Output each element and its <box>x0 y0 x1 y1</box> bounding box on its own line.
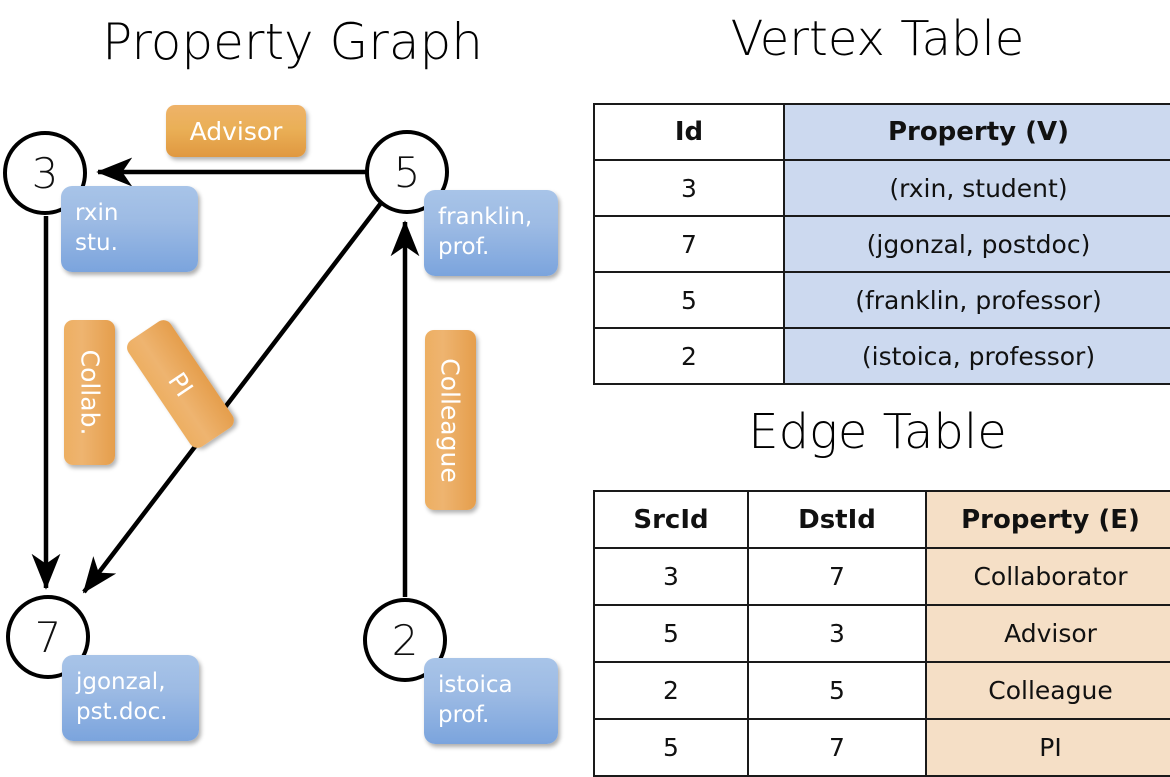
graph-node-3-label: 3 <box>31 148 59 198</box>
vertex-property-franklin-line1: franklin, <box>438 204 533 230</box>
vertex-property-rxin-line1: rxin <box>75 200 119 226</box>
graph-node-5-label: 5 <box>393 147 421 197</box>
edge-row-0-property: Collaborator <box>925 547 1170 606</box>
page-title-edge-table: Edge Table <box>748 404 1007 460</box>
graph-node-2-label: 2 <box>391 615 419 665</box>
vertex-row-0-id: 3 <box>593 159 785 217</box>
edge-row-0-dst: 7 <box>747 547 927 606</box>
vertex-row-2-property: (franklin, professor) <box>783 271 1170 329</box>
edge-table-header-row: SrcId DstId Property (E) <box>593 490 1170 549</box>
vertex-property-istoica-line2: prof. <box>438 702 490 728</box>
vertex-row-1-property: (jgonzal, postdoc) <box>783 215 1170 273</box>
edge-row-3-src: 5 <box>593 718 749 777</box>
edge-row-2-property: Colleague <box>925 661 1170 720</box>
table-row[interactable]: 5 7 PI <box>593 718 1170 777</box>
edge-table-header-property: Property (E) <box>925 490 1170 549</box>
page-title-vertex-table: Vertex Table <box>730 11 1025 67</box>
table-row[interactable]: 2 5 Colleague <box>593 661 1170 720</box>
edge-arrow-pi <box>82 201 383 594</box>
vertex-property-jgonzal-line1: jgonzal, <box>76 669 166 695</box>
edge-label-pi-text: PI <box>162 366 199 402</box>
edge-table-header-dstid: DstId <box>747 490 927 549</box>
edge-row-1-property: Advisor <box>925 604 1170 663</box>
vertex-row-1-id: 7 <box>593 215 785 273</box>
table-row[interactable]: 7 (jgonzal, postdoc) <box>593 215 1170 273</box>
property-graph-diagram: 3 5 7 2 rxin stu. franklin, prof. jgonza… <box>0 0 585 760</box>
vertex-property-jgonzal-line2: pst.doc. <box>76 699 168 725</box>
edge-row-1-dst: 3 <box>747 604 927 663</box>
vertex-row-3-property: (istoica, professor) <box>783 327 1170 385</box>
edge-table-header-srcid: SrcId <box>593 490 749 549</box>
edge-label-box-collab[interactable]: Collab. <box>64 320 115 465</box>
table-row[interactable]: 3 7 Collaborator <box>593 547 1170 606</box>
vertex-property-rxin-line2: stu. <box>75 230 118 256</box>
vertex-table-header-property: Property (V) <box>783 103 1170 161</box>
vertex-table: Id Property (V) 3 (rxin, student) 7 (jgo… <box>593 103 1170 385</box>
vertex-property-box-rxin[interactable]: rxin stu. <box>61 186 198 272</box>
table-row[interactable]: 2 (istoica, professor) <box>593 327 1170 385</box>
vertex-row-2-id: 5 <box>593 271 785 329</box>
edge-row-3-dst: 7 <box>747 718 927 777</box>
vertex-table-header-row: Id Property (V) <box>593 103 1170 161</box>
graph-edge-arrows <box>31 157 420 597</box>
edge-label-box-advisor[interactable]: Advisor <box>166 105 306 157</box>
vertex-property-box-istoica[interactable]: istoica prof. <box>424 658 558 744</box>
edge-row-0-src: 3 <box>593 547 749 606</box>
edge-label-advisor-text: Advisor <box>189 116 283 146</box>
graph-node-5[interactable]: 5 <box>365 130 449 214</box>
graph-node-7-label: 7 <box>34 612 62 662</box>
vertex-row-0-property: (rxin, student) <box>783 159 1170 217</box>
edge-row-2-src: 2 <box>593 661 749 720</box>
page-title-property-graph: Property Graph <box>102 13 483 71</box>
vertex-property-franklin-line2: prof. <box>438 234 490 260</box>
edge-row-1-src: 5 <box>593 604 749 663</box>
edge-table: SrcId DstId Property (E) 3 7 Collaborato… <box>593 490 1170 777</box>
edge-row-2-dst: 5 <box>747 661 927 720</box>
vertex-property-istoica-line1: istoica <box>438 672 513 698</box>
vertex-row-3-id: 2 <box>593 327 785 385</box>
vertex-table-header-id: Id <box>593 103 785 161</box>
table-row[interactable]: 3 (rxin, student) <box>593 159 1170 217</box>
edge-label-colleague-text: Colleague <box>436 357 466 483</box>
table-row[interactable]: 5 3 Advisor <box>593 604 1170 663</box>
edge-label-collab-text: Collab. <box>75 349 104 436</box>
edge-row-3-property: PI <box>925 718 1170 777</box>
graph-node-2[interactable]: 2 <box>363 598 447 682</box>
vertex-property-box-jgonzal[interactable]: jgonzal, pst.doc. <box>62 655 199 741</box>
table-row[interactable]: 5 (franklin, professor) <box>593 271 1170 329</box>
edge-label-box-colleague[interactable]: Colleague <box>425 330 476 510</box>
vertex-property-box-franklin[interactable]: franklin, prof. <box>424 190 558 276</box>
